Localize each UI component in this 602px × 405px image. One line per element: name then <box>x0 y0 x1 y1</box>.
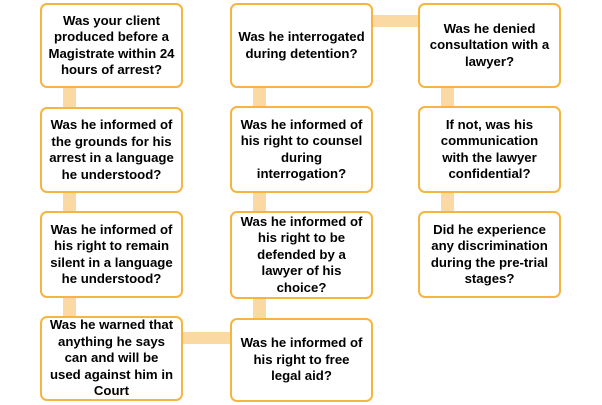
connector-q10-q11 <box>441 191 454 213</box>
question-text: Was he informed of the grounds for his a… <box>49 117 174 182</box>
connector-q7-q8 <box>253 86 266 108</box>
connector-q1-q2 <box>63 86 76 109</box>
question-box-warning-in-court: Was he warned that anything he says can … <box>40 316 183 401</box>
question-text: Was your client produced before a Magist… <box>48 12 175 78</box>
connector-q3-q4 <box>63 296 76 318</box>
connector-q6-q7 <box>253 191 266 213</box>
question-text: Was he interrogated during detention? <box>238 29 365 61</box>
connector-q4-q5 <box>181 332 233 344</box>
question-text: Was he warned that anything he says can … <box>49 317 174 399</box>
question-box-right-to-silence: Was he informed of his right to remain s… <box>40 211 183 298</box>
connector-q9-q10 <box>441 86 454 108</box>
question-box-lawyer-of-choice: Was he informed of his right to be defen… <box>230 211 373 299</box>
question-box-interrogated: Was he interrogated during detention? <box>230 3 373 88</box>
question-box-confidential-communication: If not, was his communication with the l… <box>418 106 561 193</box>
question-box-magistrate: Was your client produced before a Magist… <box>40 3 183 88</box>
question-text: If not, was his communication with the l… <box>440 116 539 182</box>
connector-q8-q9 <box>370 15 422 27</box>
question-box-discrimination: Did he experience any discrimination dur… <box>418 211 561 298</box>
connector-q2-q3 <box>63 191 76 213</box>
question-text: Was he informed of his right to counsel … <box>240 116 363 182</box>
question-box-grounds-of-arrest: Was he informed of the grounds for his a… <box>40 107 183 193</box>
question-text: Was he informed of his right to free leg… <box>240 335 363 384</box>
question-text: Was he informed of his right to be defen… <box>240 213 363 295</box>
question-box-counsel-during-interrogation: Was he informed of his right to counsel … <box>230 106 373 193</box>
question-box-free-legal-aid: Was he informed of his right to free leg… <box>230 318 373 402</box>
question-box-denied-consultation: Was he denied consultation with a lawyer… <box>418 3 561 88</box>
question-text: Did he experience any discrimination dur… <box>430 221 549 287</box>
connector-q5-q6 <box>253 297 266 320</box>
question-text: Was he denied consultation with a lawyer… <box>429 20 550 69</box>
question-text: Was he informed of his right to remain s… <box>50 221 173 287</box>
